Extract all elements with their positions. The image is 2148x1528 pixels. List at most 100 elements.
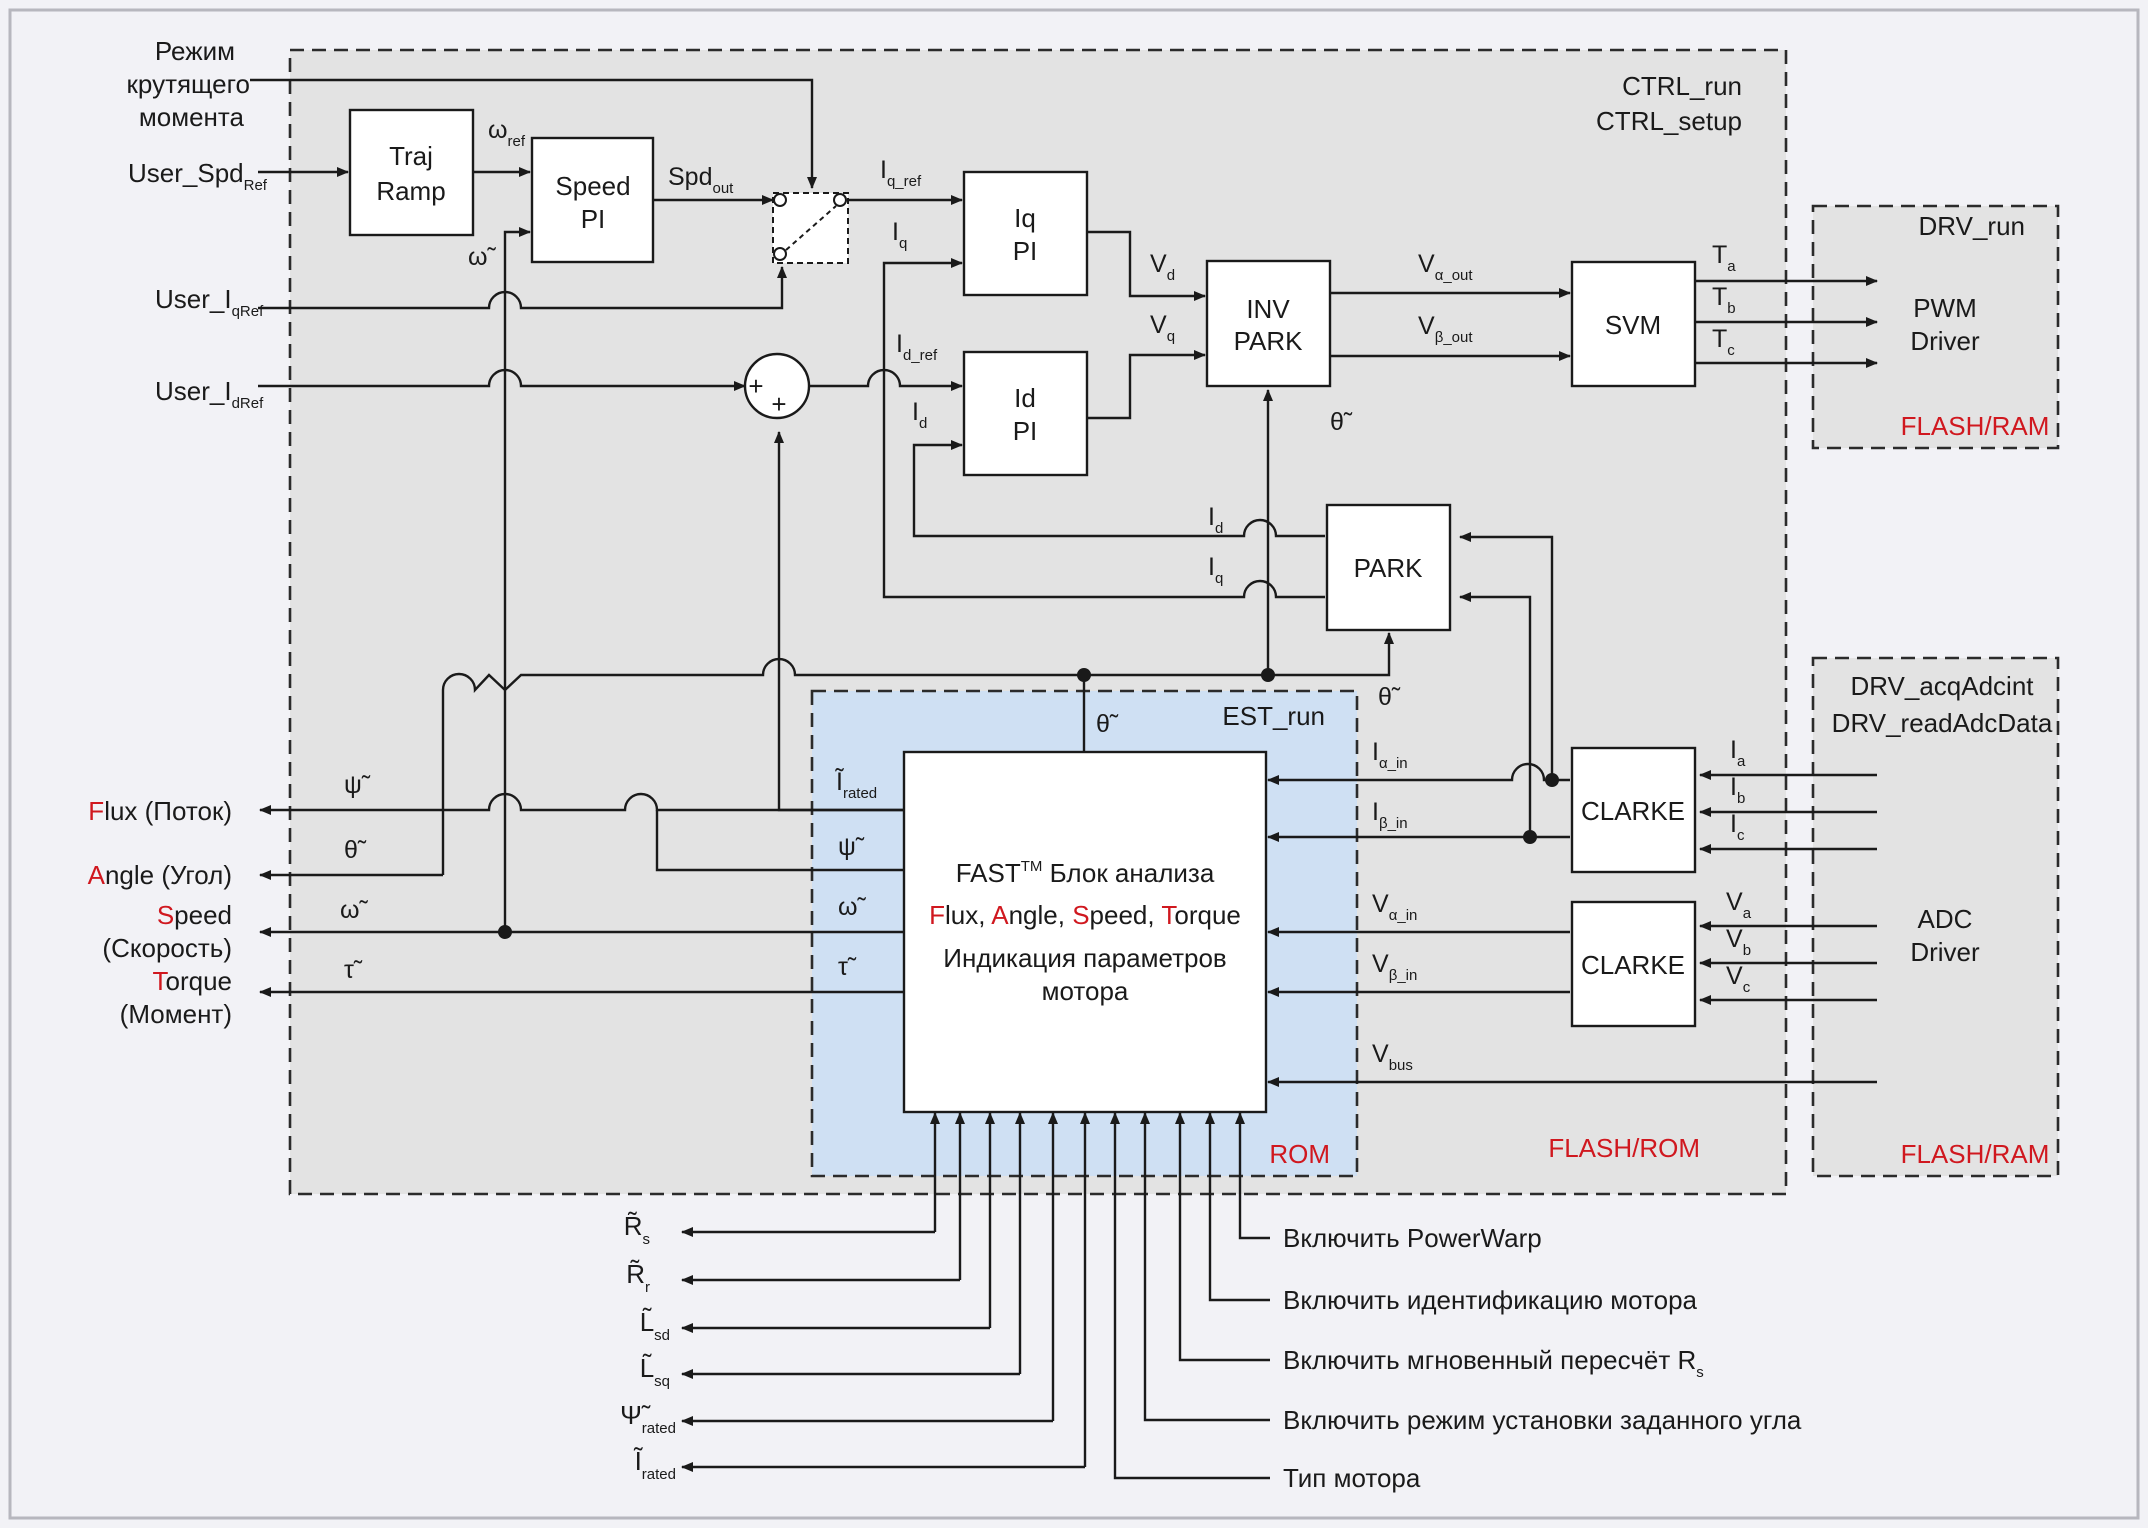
vc-label: Vc: [1726, 962, 1751, 996]
svm-block: [1570, 260, 1697, 388]
lsq-output-label: L̃sq: [640, 1353, 670, 1390]
iq-ref-label: Iq_ref: [880, 156, 922, 190]
pwm-driver-line2: Driver: [1910, 326, 1980, 356]
park-block: [1325, 503, 1452, 632]
v-alpha-out-label: Vα_out: [1418, 250, 1473, 284]
sum-node: [743, 352, 811, 420]
i-rated-output-label: Ĩrated: [634, 1446, 676, 1483]
clarke-voltage-label: CLARKE: [1581, 950, 1685, 980]
park-iq-label: Iq: [1208, 553, 1223, 587]
va-label: Va: [1726, 888, 1752, 922]
ib-label: Ib: [1730, 773, 1745, 807]
torque-mode-line1: Режим: [155, 36, 235, 66]
tb-label: Tb: [1712, 283, 1736, 317]
id-label: Id: [912, 398, 927, 432]
id-pi-line1: Id: [1014, 383, 1036, 413]
signal-labels: ωref Spdout ω̃ Iq_ref Iq Id_ref Id Vd Vq…: [340, 116, 1752, 1074]
i-beta-in-label: Iβ_in: [1372, 798, 1408, 832]
i-alpha-junction: [1545, 773, 1559, 787]
angle-output-label: Angle (Угол): [88, 860, 232, 890]
drv-run-label: DRV_run: [1919, 211, 2025, 241]
iq-label: Iq: [892, 218, 907, 252]
speed-pi-block: [530, 136, 655, 264]
torque-output-line2: (Момент): [120, 999, 232, 1029]
iq-pi-line1: Iq: [1014, 203, 1036, 233]
speed-pi-line1: Speed: [555, 171, 630, 201]
torque-mode-line3: момента: [139, 102, 245, 132]
sum-plus-left: +: [748, 371, 763, 401]
enable-motor-id-label: Включить идентификацию мотора: [1283, 1285, 1698, 1315]
wires: [250, 78, 1878, 1480]
v-beta-out-label: Vβ_out: [1418, 312, 1473, 346]
lsd-output-label: L̃sd: [640, 1307, 670, 1344]
fast-quantities: Flux, Angle, Speed, Torque: [929, 900, 1241, 930]
speed-output-label: Speed: [157, 900, 232, 930]
fast-title: FASTTM Блок анализа: [956, 858, 1215, 888]
speed-pi-line2: PI: [581, 204, 606, 234]
id-pi-line2: PI: [1013, 416, 1038, 446]
user-id-ref-label: User_IdRef: [155, 376, 264, 412]
switch-lever: [785, 205, 837, 251]
drv-acq-label: DRV_acqAdcint: [1850, 671, 2034, 701]
user-spd-ref-label: User_SpdRef: [128, 158, 268, 194]
ta-label: Ta: [1712, 241, 1736, 275]
ia-label: Ia: [1730, 736, 1746, 770]
est-memory-label: ROM: [1269, 1139, 1330, 1169]
park-label: PARK: [1354, 553, 1424, 583]
park-id-label: Id: [1208, 503, 1223, 537]
omega-ref-label: ωref: [488, 116, 526, 150]
v-alpha-in-label: Vα_in: [1372, 890, 1417, 924]
iq-pi-block: [962, 170, 1089, 297]
i-rated-fast-label: Ĩrated: [835, 767, 877, 802]
ctrl-run-label: CTRL_run: [1622, 71, 1742, 101]
switch-in-speed: [773, 193, 787, 207]
theta-junction-inv: [1261, 668, 1275, 682]
switch-in-user: [773, 247, 787, 261]
vb-label: Vb: [1726, 925, 1751, 959]
inv-park-line2: PARK: [1234, 326, 1304, 356]
svm-label: SVM: [1605, 310, 1661, 340]
iq-pi-line2: PI: [1013, 236, 1038, 266]
vq-label: Vq: [1150, 311, 1175, 345]
enable-powerwarp-label: Включить PowerWarp: [1283, 1223, 1542, 1253]
fast-line3: Индикация параметров: [943, 943, 1226, 973]
fast-line4: мотора: [1042, 976, 1129, 1006]
est-run-label: EST_run: [1222, 701, 1325, 731]
enable-angle-set-label: Включить режим установки заданного угла: [1283, 1405, 1802, 1435]
traj-ramp-block: [348, 108, 475, 237]
motor-type-label: Тип мотора: [1283, 1463, 1421, 1493]
i-beta-junction: [1523, 830, 1537, 844]
ctrl-setup-label: CTRL_setup: [1596, 106, 1742, 136]
adc-driver-line1: ADC: [1918, 904, 1973, 934]
clarke-current-block: [1570, 746, 1697, 874]
switch-out: [833, 193, 847, 207]
tc-label: Tc: [1712, 325, 1735, 359]
vd-label: Vd: [1150, 250, 1175, 284]
user-iq-ref-label: User_IqRef: [155, 284, 264, 320]
id-pi-block: [962, 350, 1089, 477]
v-beta-in-label: Vβ_in: [1372, 950, 1417, 984]
clarke-voltage-block: [1570, 900, 1697, 1028]
v-bus-label: Vbus: [1372, 1040, 1413, 1074]
traj-ramp-line1: Traj: [389, 141, 433, 171]
drv-adc-zone: [1811, 656, 2060, 1178]
rs-output-label: R̃s: [624, 1211, 650, 1248]
speed-output-line2: (Скорость): [102, 933, 232, 963]
fast-estimator-block: [902, 750, 1268, 1114]
clarke-current-label: CLARKE: [1581, 796, 1685, 826]
traj-ramp-line2: Ramp: [376, 176, 445, 206]
omega-junction: [498, 925, 512, 939]
inv-park-line1: INV: [1246, 294, 1290, 324]
ic-label: Ic: [1730, 810, 1745, 844]
theta-junction-est: [1077, 668, 1091, 682]
ctrl-memory-label: FLASH/ROM: [1548, 1133, 1700, 1163]
drv-read-label: DRV_readAdcData: [1832, 708, 2053, 738]
pwm-driver-line1: PWM: [1913, 293, 1977, 323]
drv-run-zone: [1811, 204, 2060, 450]
drv-run-memory-label: FLASH/RAM: [1901, 411, 2050, 441]
torque-mode-line2: крутящего: [127, 69, 250, 99]
rr-output-label: R̃r: [626, 1259, 650, 1296]
i-alpha-in-label: Iα_in: [1372, 738, 1408, 772]
